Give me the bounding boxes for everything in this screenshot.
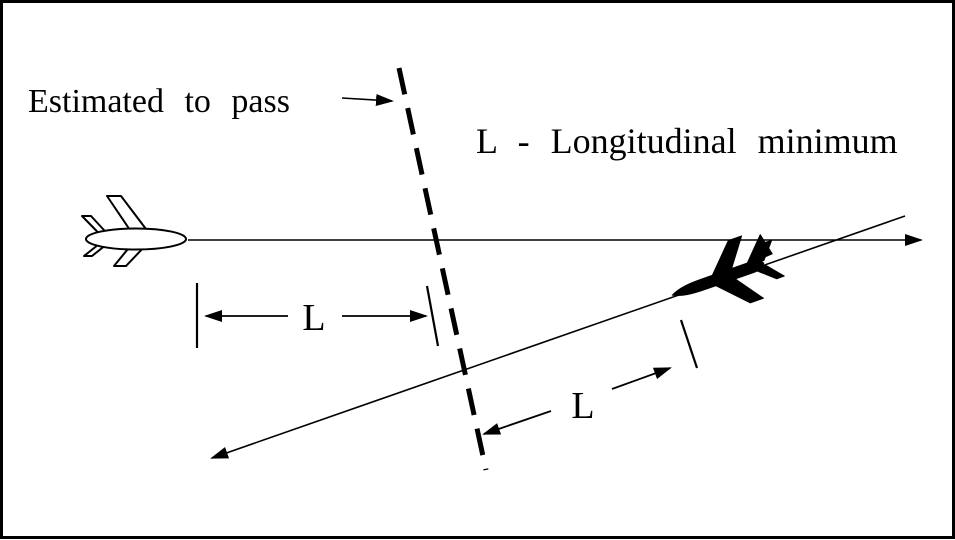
outline-airplane-icon	[81, 195, 187, 267]
crossing-measure-arrow-right	[611, 367, 672, 390]
estimated-to-pass-callout: Estimated to pass	[28, 83, 394, 120]
crossing-measure-tick	[679, 319, 699, 369]
legend-label: L - Longitudinal minimum	[476, 121, 898, 161]
estimated-to-pass-dashed-line	[396, 67, 489, 471]
estimated-to-pass-label: Estimated to pass	[28, 83, 290, 120]
callout-arrow	[341, 94, 394, 107]
silhouette-airplane-icon	[671, 234, 785, 304]
crossing-measure-label: L	[571, 385, 594, 427]
horizontal-measure-label: L	[302, 297, 325, 339]
crossing-measure: L	[482, 319, 699, 435]
silhouette-airplane-fuselage	[671, 260, 765, 296]
outline-airplane-fuselage	[85, 227, 187, 251]
second-aircraft-track-line	[210, 215, 906, 459]
horizontal-measure: L	[195, 283, 440, 348]
horizontal-measure-right-tick	[425, 285, 440, 347]
crossing-measure-arrow-left	[482, 410, 552, 435]
